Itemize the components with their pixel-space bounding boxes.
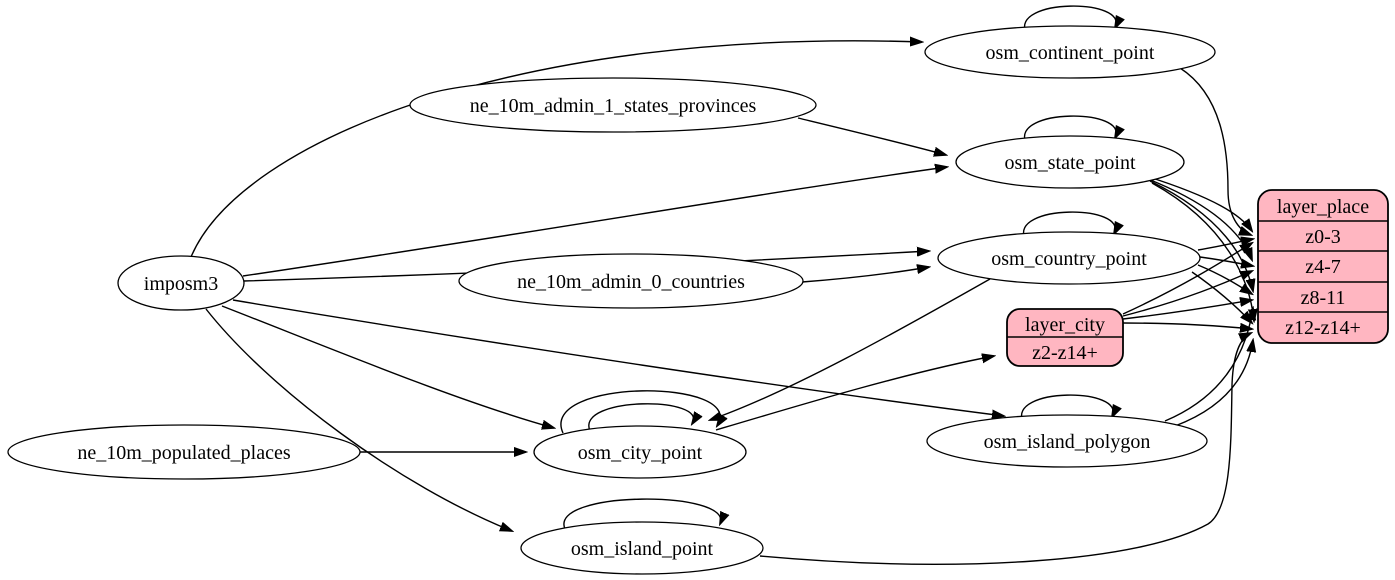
- edge-osm_country_point-osm_city_point: [710, 278, 991, 420]
- node-ne_10m_admin_1_states_provinces: ne_10m_admin_1_states_provinces: [409, 77, 817, 133]
- node-label: ne_10m_populated_places: [77, 442, 290, 464]
- node-osm_country_point: osm_country_point: [937, 231, 1201, 285]
- record-row-z4-7: z4-7: [1305, 256, 1341, 278]
- node-shape: [117, 255, 245, 311]
- node-label: imposm3: [144, 273, 218, 295]
- node-label: osm_island_point: [571, 538, 714, 560]
- edge-osm_island_polygon-layer_place-z8-11: [1164, 308, 1253, 422]
- edge-layer_city-layer_place-z12-z14+: [1122, 322, 1252, 329]
- node-label: ne_10m_admin_1_states_provinces: [470, 95, 757, 117]
- node-label: osm_island_polygon: [984, 431, 1151, 453]
- node-label: osm_city_point: [578, 442, 703, 464]
- edge-self-osm_continent_point: [1023, 5, 1117, 34]
- edge-osm_island_polygon-layer_place-z12-z14+: [1174, 340, 1253, 427]
- node-label: ne_10m_admin_0_countries: [517, 271, 745, 293]
- edge-layer_city-layer_place-z0-3: [1122, 243, 1252, 315]
- edge-self-osm_state_point: [1023, 115, 1117, 144]
- node-shape: [458, 253, 804, 309]
- edge-ne_10m_admin_1_states_provinces-osm_state_point: [797, 117, 946, 155]
- record-layer_city: layer_city z2-z14+: [1006, 308, 1124, 367]
- node-osm_city_point: osm_city_point: [533, 425, 747, 479]
- node-osm_island_point: osm_island_point: [520, 521, 764, 575]
- record-layer_place: layer_place z0-3 z4-7 z8-11 z12-z14+: [1257, 189, 1389, 344]
- edge-self-outer-osm_city_point: [560, 390, 720, 434]
- edge-layer_city-layer_place-z8-11: [1122, 300, 1252, 320]
- record-row-z2-z14+: z2-z14+: [1032, 342, 1098, 364]
- node-shape: [926, 414, 1208, 468]
- node-osm_continent_point: osm_continent_point: [924, 25, 1216, 79]
- edge-osm_country_point-layer_place-z8-11: [1197, 264, 1252, 294]
- node-shape: [7, 424, 361, 480]
- record-title: layer_place: [1277, 196, 1369, 218]
- node-label: osm_country_point: [991, 248, 1147, 270]
- node-ne_10m_admin_0_countries: ne_10m_admin_0_countries: [458, 253, 804, 309]
- edge-imposm3-osm_city_point: [221, 305, 554, 428]
- edge-osm_state_point-layer_place-z0-3: [1145, 175, 1252, 231]
- node-label: osm_continent_point: [986, 42, 1155, 64]
- edge-imposm3-osm_island_point: [205, 308, 512, 531]
- edge-imposm3-osm_continent_point: [190, 41, 922, 258]
- node-shape: [409, 77, 817, 133]
- record-row-z8-11: z8-11: [1301, 287, 1346, 309]
- node-imposm3: imposm3: [117, 255, 245, 311]
- edge-layer_city-layer_place-z4-7: [1122, 271, 1252, 317]
- record-row-z12-z14+: z12-z14+: [1285, 317, 1361, 339]
- node-ne_10m_populated_places: ne_10m_populated_places: [7, 424, 361, 480]
- record-row-z0-3: z0-3: [1305, 226, 1341, 248]
- record-shape: [1257, 189, 1389, 344]
- edge-imposm3-osm_island_polygon: [232, 299, 1004, 416]
- node-osm_island_polygon: osm_island_polygon: [926, 414, 1208, 468]
- node-osm_state_point: osm_state_point: [955, 135, 1185, 189]
- edge-osm_island_point-layer_place-z12-z14+: [759, 333, 1251, 565]
- node-shape: [533, 425, 747, 479]
- edge-osm_country_point-layer_place-z12-z14+: [1191, 271, 1252, 323]
- node-shape: [955, 135, 1185, 189]
- record-title: layer_city: [1025, 314, 1105, 336]
- edge-self-osm_island_polygon: [1020, 394, 1114, 423]
- edge-osm_continent_point-layer_place-z0-3: [1179, 67, 1251, 235]
- edge-self-osm_country_point: [1022, 211, 1116, 240]
- edge-osm_city_point-layer_city: [715, 356, 994, 431]
- edge-self-inner-osm_city_point: [588, 403, 694, 432]
- edge-imposm3-osm_state_point: [242, 167, 947, 277]
- edge-ne_10m_admin_0_countries-osm_country_point: [801, 267, 929, 283]
- node-shape: [937, 231, 1201, 285]
- node-shape: [924, 25, 1216, 79]
- edge-osm_country_point-layer_place-z0-3: [1197, 239, 1253, 251]
- edge-self-osm_island_point: [563, 498, 721, 530]
- node-label: osm_state_point: [1004, 152, 1136, 174]
- node-shape: [520, 521, 764, 575]
- edges: [190, 5, 1254, 565]
- edge-osm_country_point-layer_place-z4-7: [1199, 256, 1253, 266]
